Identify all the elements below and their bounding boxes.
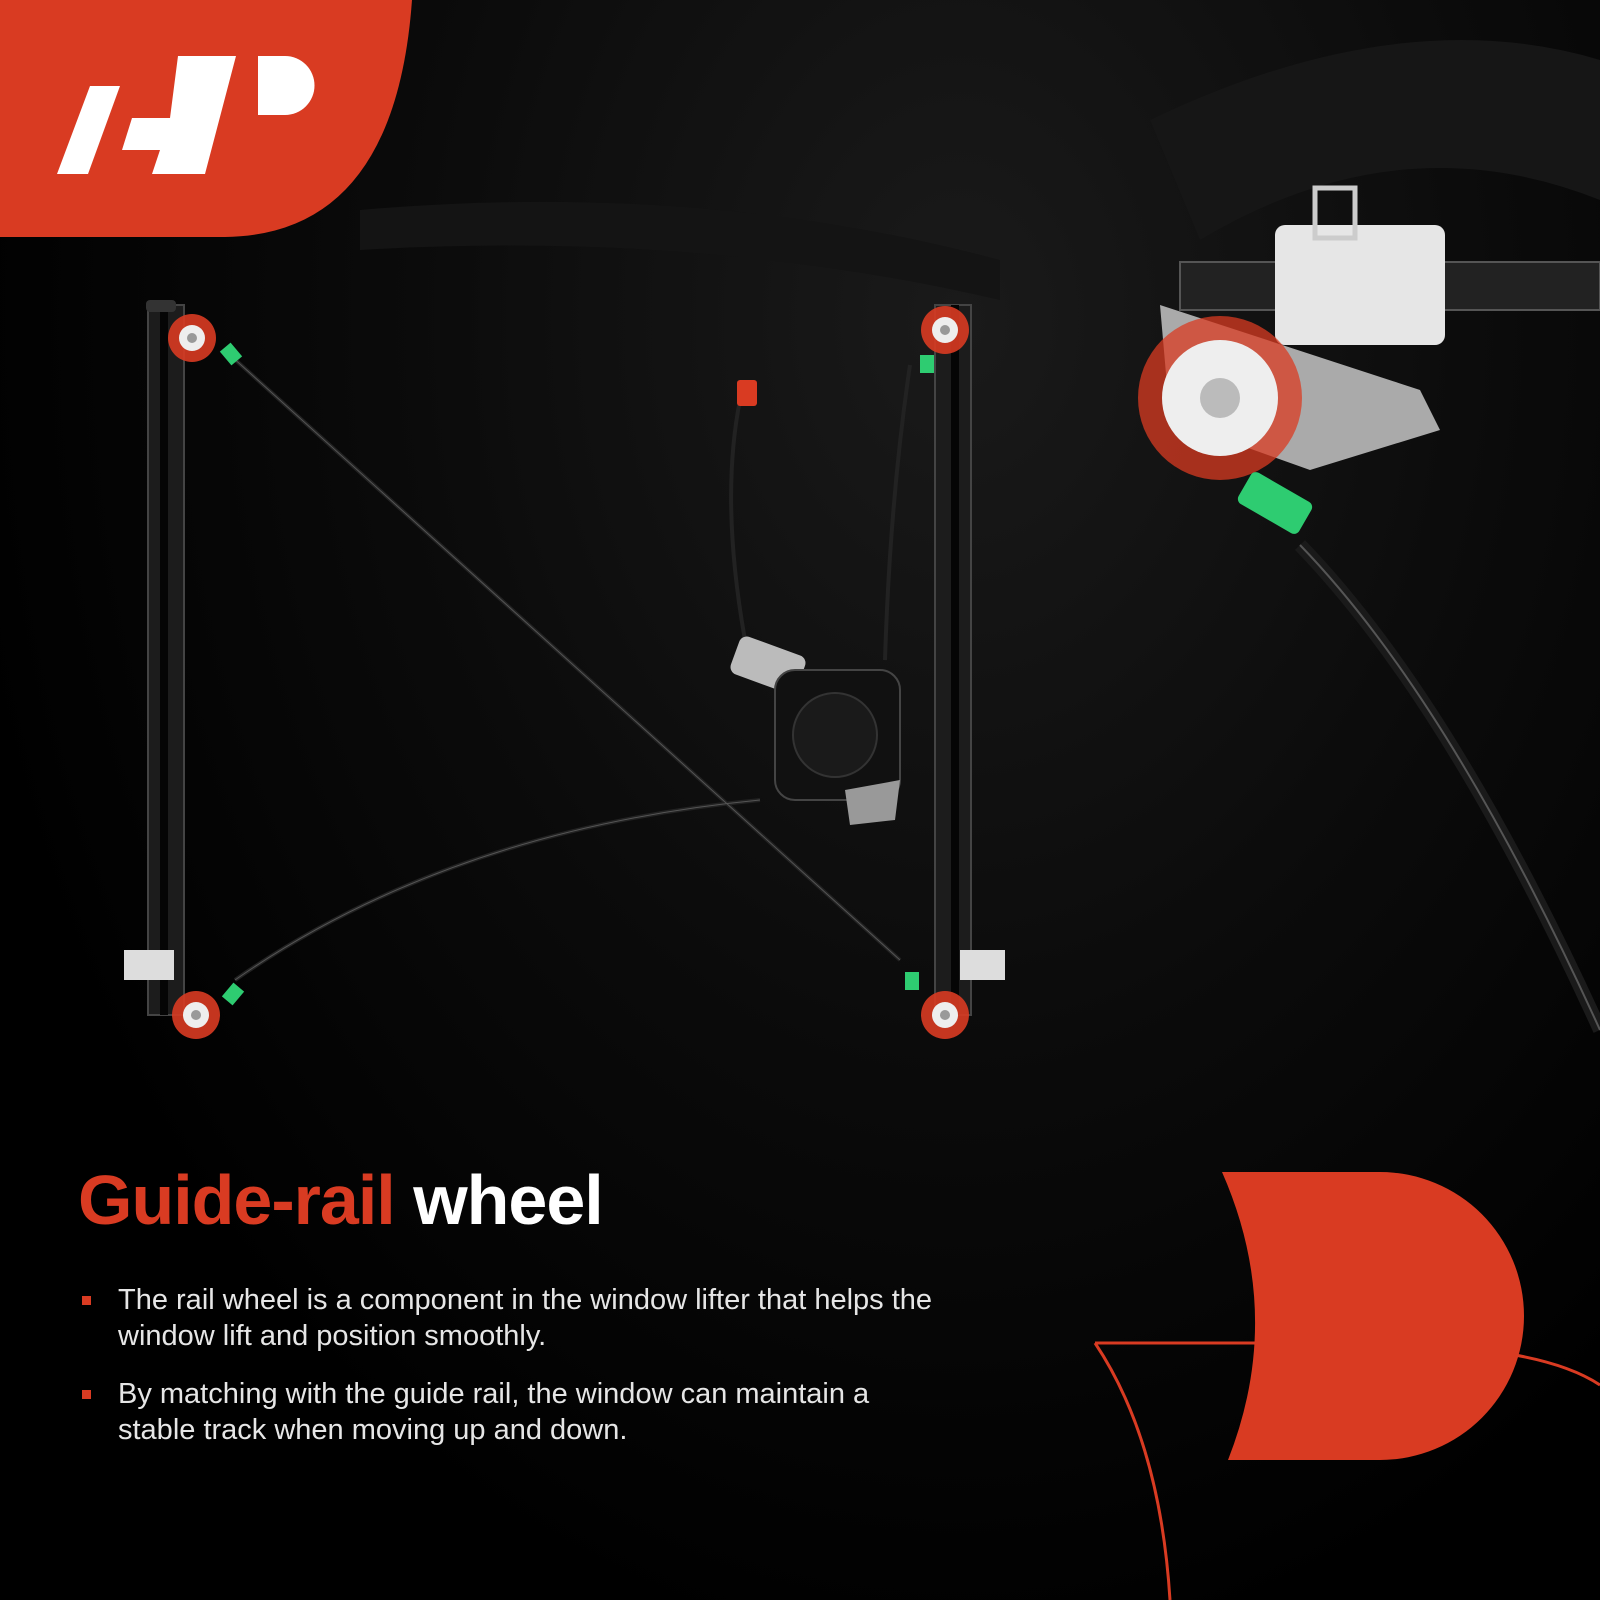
right-guide-rail [934, 304, 972, 1016]
window-motor [730, 380, 901, 825]
car-pillar-shadow [1150, 40, 1600, 240]
brand-logo [0, 0, 412, 237]
lifter-cables [228, 353, 912, 982]
heading-rest: wheel [413, 1161, 604, 1239]
guide-rail-wheel-top-left [168, 314, 243, 366]
bullet-item: By matching with the guide rail, the win… [80, 1376, 940, 1448]
heading-accent: Guide-rail [78, 1161, 396, 1239]
guide-rail-wheel-bottom-right [905, 950, 1005, 1039]
feature-heading: Guide-rail wheel [78, 1160, 604, 1240]
bullet-item: The rail wheel is a component in the win… [80, 1282, 940, 1354]
car-door-shadow [360, 201, 1000, 300]
left-guide-rail [146, 300, 185, 1016]
bullet-square-icon [82, 1296, 91, 1305]
bullet-square-icon [82, 1390, 91, 1399]
feature-bullets: The rail wheel is a component in the win… [80, 1282, 940, 1470]
guide-rail-wheel-bottom-left [124, 950, 245, 1039]
guide-rail-wheel-top-right [920, 306, 969, 373]
bullet-text: The rail wheel is a component in the win… [118, 1284, 933, 1352]
bullet-text: By matching with the guide rail, the win… [118, 1378, 870, 1446]
decorative-d-shape [1093, 1172, 1600, 1600]
wheel-closeup-inset [1138, 185, 1600, 1033]
